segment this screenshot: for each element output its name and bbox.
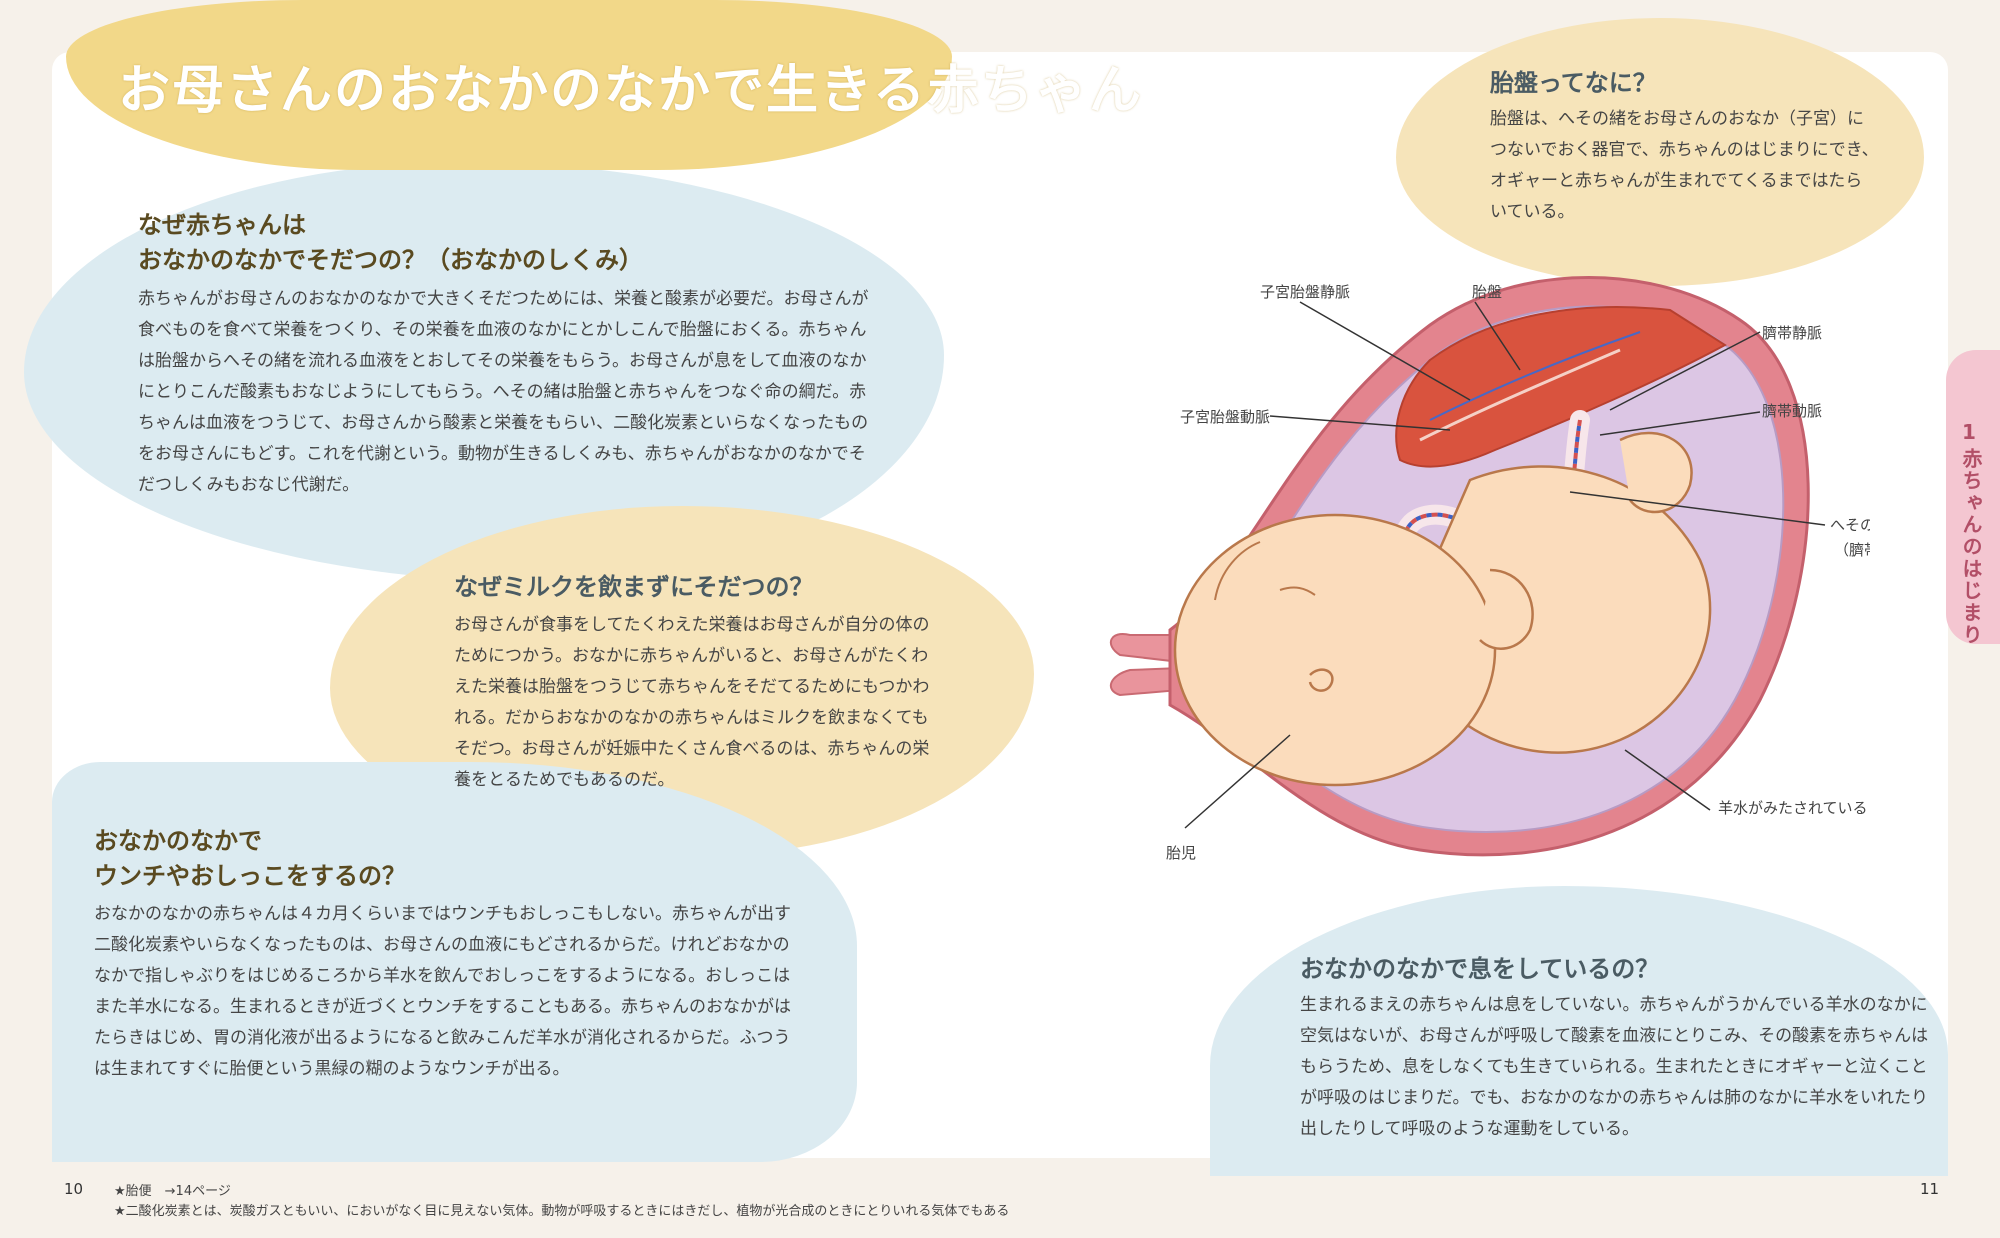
label-fetus: 胎児 bbox=[1166, 844, 1196, 862]
text-line: いている。 bbox=[1490, 202, 1575, 222]
text-line: 赤ちゃんがお母さんのおなかのなかで大きくそだつためには、栄養と酸素が必要だ。お母… bbox=[138, 289, 869, 309]
section-title-line: おなかのなかでそだつの？（おなかのしくみ） bbox=[138, 246, 643, 274]
text-line: えた栄養は胎盤をつうじて赤ちゃんをそだてるためにもつかわ bbox=[454, 677, 930, 697]
text-line: つないでおく器官で、赤ちゃんのはじまりにでき、 bbox=[1490, 140, 1879, 160]
text-line: お母さんが食事をしてたくわえた栄養はお母さんが自分の体の bbox=[454, 615, 930, 635]
section-title-breathing: おなかのなかで息をしているの？ bbox=[1300, 955, 1660, 983]
page-title: お母さんのおなかのなかで生きる赤ちゃん bbox=[118, 60, 1143, 121]
leader-lines bbox=[1184, 301, 1826, 829]
text-line: が呼吸のはじまりだ。でも、おなかのなかの赤ちゃんは肺のなかに羊水をいれたり bbox=[1300, 1088, 1928, 1108]
section-title-line: なぜ赤ちゃんは bbox=[138, 211, 306, 239]
text-line: また羊水になる。生まれるときが近づくとウンチをすることもある。赤ちゃんのおなかが… bbox=[94, 997, 791, 1017]
text-line: にとりこんだ酸素もおなじようにしてもらう。へその緒は胎盤と赤ちゃんをつなぐ命の綱… bbox=[138, 382, 867, 402]
blob-section-1 bbox=[24, 162, 944, 582]
text-line: は生まれてすぐに胎便という黒緑の糊のようなウンチが出る。 bbox=[94, 1059, 570, 1079]
label-umbilical-cord: へその緒 bbox=[1830, 516, 1870, 534]
fetus bbox=[1173, 431, 1712, 787]
placenta bbox=[1395, 306, 1727, 468]
text-line: れる。だからおなかのなかの赤ちゃんはミルクを飲まなくても bbox=[454, 708, 929, 728]
text-line: なかで指しゃぶりをはじめるころから羊水を飲んでおしっこをするようになる。おしっこ… bbox=[94, 966, 791, 986]
text-line: 養をとるためでもあるのだ。 bbox=[454, 770, 675, 790]
footnote-meconium: ★胎便 →14ページ bbox=[114, 1184, 231, 1199]
text-line: 出したりして呼吸のような運動をしている。 bbox=[1300, 1119, 1639, 1139]
label-amniotic-fluid: 羊水がみたされている bbox=[1718, 799, 1868, 817]
text-line: だつしくみもおなじ代謝だ。 bbox=[138, 475, 360, 495]
text-line: は胎盤からへその緒を流れる血液をとおしてその栄養をもらう。お母さんが息をして血液… bbox=[138, 351, 867, 371]
section-body-placenta: 胎盤は、へその緒をお母さんのおなか（子宮）に つないでおく器官で、赤ちゃんのはじ… bbox=[1490, 104, 1879, 228]
section-title-poop: おなかのなかで ウンチやおしっこをするの？ bbox=[94, 824, 406, 894]
text-line: 胎盤は、へその緒をお母さんのおなか（子宮）に bbox=[1490, 109, 1864, 129]
label-uterine-vein: 子宮胎盤静脈 bbox=[1260, 283, 1350, 301]
blob-section-4 bbox=[1396, 18, 1924, 286]
text-line: 二酸化炭素やいらなくなったものは、お母さんの血液にもどされるからだ。けれどおなか… bbox=[94, 935, 790, 955]
text-line: オギャーと赤ちゃんが生まれでてくるまではたら bbox=[1490, 171, 1863, 191]
section-body-breathing: 生まれるまえの赤ちゃんは息をしていない。赤ちゃんがうかんでいる羊水のなかに 空気… bbox=[1300, 990, 1928, 1145]
section-title-no-milk: なぜミルクを飲まずにそだつの？ bbox=[454, 573, 814, 601]
text-line: おなかのなかの赤ちゃんは４カ月くらいまではウンチもおしっこもしない。赤ちゃんが出… bbox=[94, 904, 791, 924]
blob-section-5 bbox=[1210, 886, 1948, 1176]
text-line: ためにつかう。おなかに赤ちゃんがいると、お母さんがたくわ bbox=[454, 646, 929, 666]
text-line: そだつ。お母さんが妊娠中たくさん食べるのは、赤ちゃんの栄 bbox=[454, 739, 930, 759]
label-umbilical-cord-paren: （臍帯） bbox=[1834, 541, 1870, 559]
label-umbilical-vein: 臍帯静脈 bbox=[1762, 324, 1822, 342]
chapter-tab[interactable] bbox=[1946, 350, 2000, 644]
text-line: 空気はないが、お母さんが呼吸して酸素を血液にとりこみ、その酸素を赤ちゃんは bbox=[1300, 1026, 1929, 1046]
text-line: ちゃんは血液をつうじて、お母さんから酸素と栄養をもらい、二酸化炭素といらなくなっ… bbox=[138, 413, 869, 433]
section-title-placenta: 胎盤ってなに？ bbox=[1490, 69, 1657, 97]
text-line: 生まれるまえの赤ちゃんは息をしていない。赤ちゃんがうかんでいる羊水のなかに bbox=[1300, 995, 1928, 1015]
label-uterine-artery: 子宮胎盤動脈 bbox=[1180, 408, 1270, 426]
label-placenta: 胎盤 bbox=[1472, 283, 1502, 301]
label-umbilical-artery: 臍帯動脈 bbox=[1762, 402, 1822, 420]
section-title-line: おなかのなかで bbox=[94, 827, 262, 855]
chapter-title: 赤ちゃんのはじまり bbox=[1959, 448, 1983, 646]
page-number-right: 11 bbox=[1920, 1180, 1940, 1198]
section-title-line: ウンチやおしっこをするの？ bbox=[94, 862, 406, 890]
blob-section-3 bbox=[52, 762, 857, 1162]
section-body-poop: おなかのなかの赤ちゃんは４カ月くらいまではウンチもおしっこもしない。赤ちゃんが出… bbox=[94, 899, 791, 1085]
uterus-diagram: 子宮胎盤静脈 胎盤 臍帯静脈 子宮胎盤動脈 臍帯動脈 へその緒 （臍帯） 羊水が… bbox=[1109, 276, 1870, 862]
text-line: たらきはじめ、胃の消化液が出るようになると飲みこんだ羊水が消化されるからだ。ふつ… bbox=[94, 1028, 791, 1048]
footnote-co2: ★二酸化炭素とは、炭酸ガスともいい、においがなく目に見えない気体。動物が呼吸する… bbox=[114, 1204, 1010, 1219]
page-number-left: 10 bbox=[64, 1180, 84, 1198]
section-body-no-milk: お母さんが食事をしてたくわえた栄養はお母さんが自分の体の ためにつかう。おなかに… bbox=[454, 610, 930, 796]
section-title-why-grow: なぜ赤ちゃんは おなかのなかでそだつの？（おなかのしくみ） bbox=[138, 208, 643, 278]
text-line: もらうため、息をしなくても生きていられる。生まれたときにオギャーと泣くこと bbox=[1300, 1057, 1928, 1077]
chapter-number: 1 bbox=[1962, 420, 1976, 444]
section-body-why-grow: 赤ちゃんがお母さんのおなかのなかで大きくそだつためには、栄養と酸素が必要だ。お母… bbox=[138, 284, 869, 501]
text-line: をお母さんにもどす。これを代謝という。動物が生きるしくみも、赤ちゃんがおなかのな… bbox=[138, 444, 866, 464]
title-banner bbox=[66, 0, 952, 170]
text-line: 食べものを食べて栄養をつくり、その栄養を血液のなかにとかしこんで胎盤におくる。赤… bbox=[138, 320, 867, 340]
